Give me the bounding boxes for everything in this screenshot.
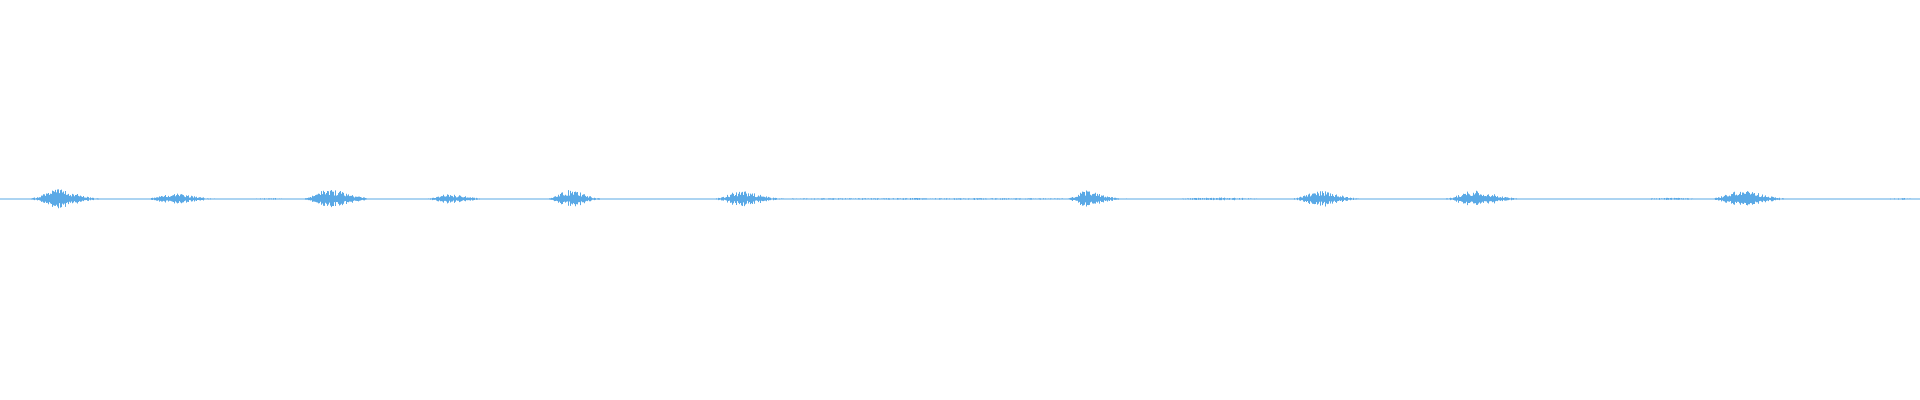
waveform-trace [0, 189, 1920, 209]
